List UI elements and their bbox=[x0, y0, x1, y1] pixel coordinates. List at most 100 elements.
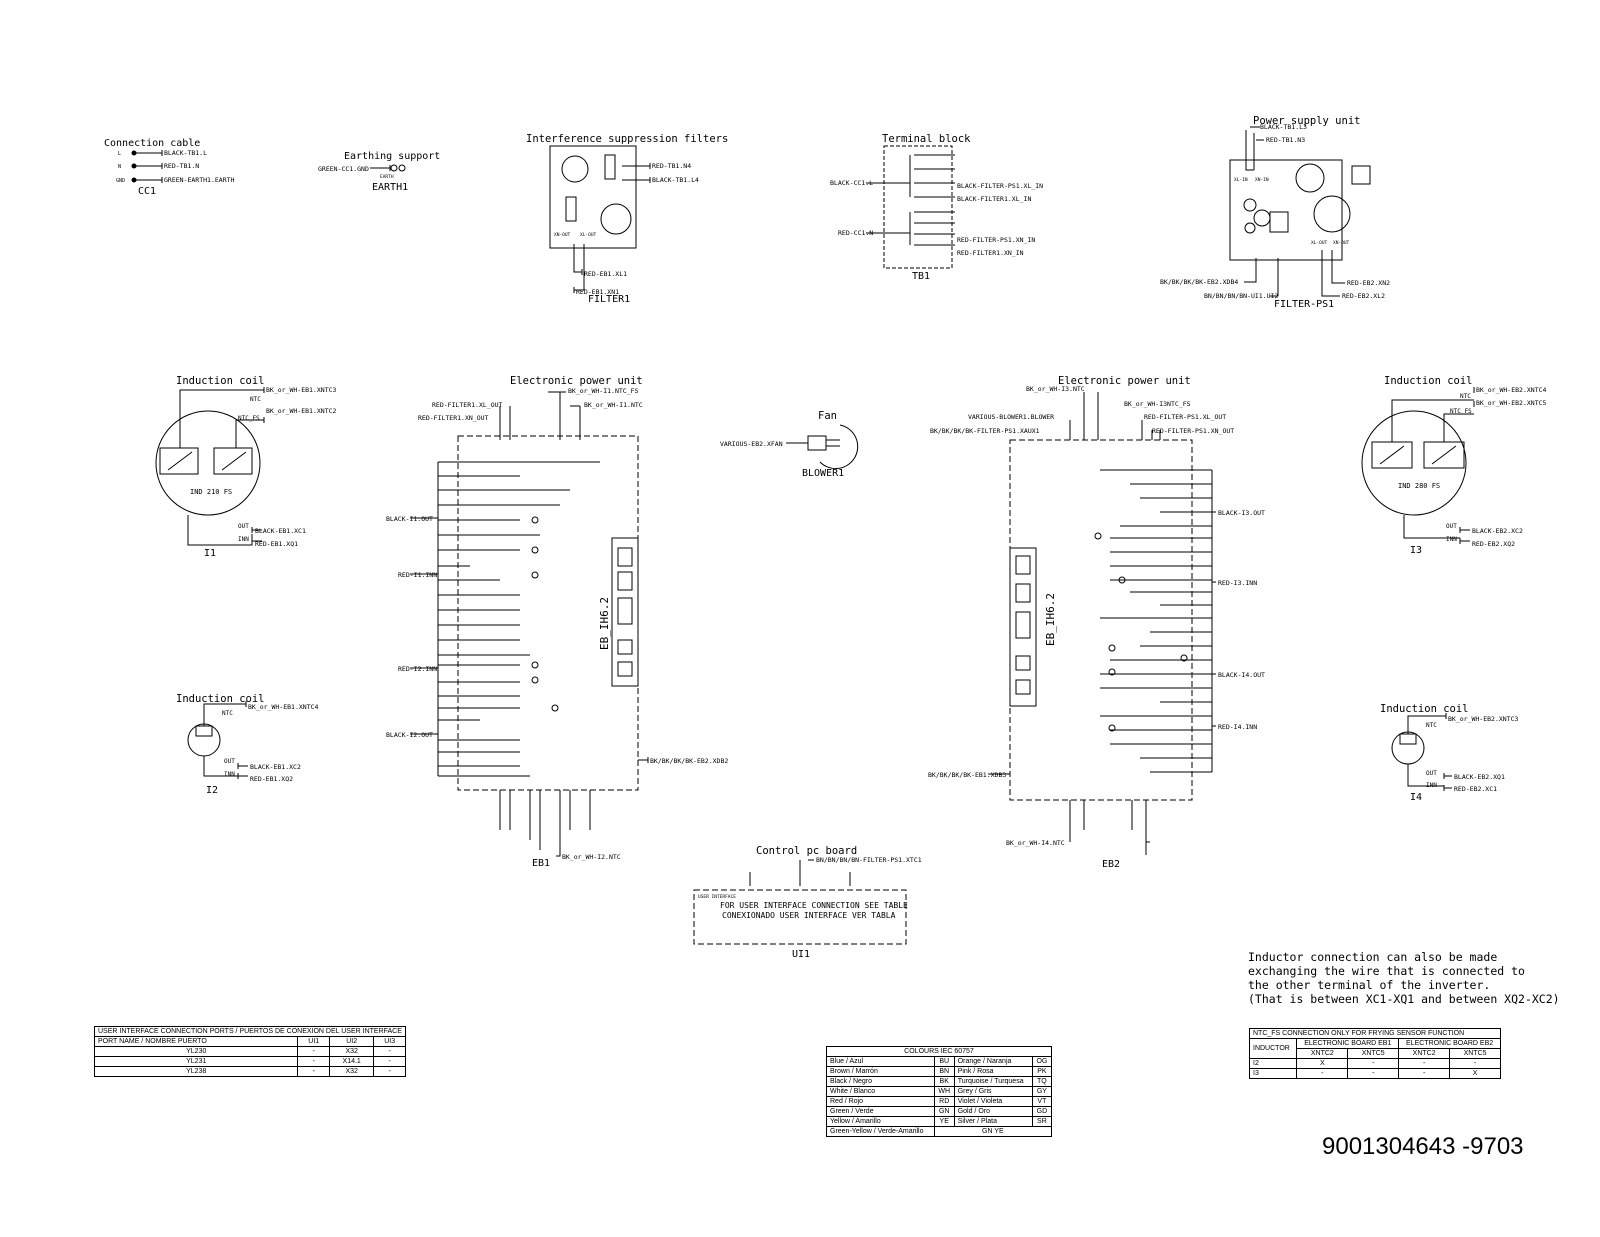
ntc-table-col: XNTC5 bbox=[1347, 1048, 1400, 1059]
cc1-wire-1: BLACK-TB1.L bbox=[164, 149, 207, 157]
i3-title: Induction coil bbox=[1384, 375, 1473, 387]
i3-pin-inn: INN bbox=[1446, 536, 1457, 543]
table-cell: - bbox=[1398, 1068, 1451, 1079]
table-cell: Brown / Marrón bbox=[826, 1066, 935, 1077]
i4-wire-3: RED-EB2.XC1 bbox=[1454, 785, 1497, 793]
inductor-connection-note: Inductor connection can also be made exc… bbox=[1248, 950, 1560, 1006]
cc1-pin-n: N bbox=[118, 164, 121, 170]
i3-model: IND 280 FS bbox=[1398, 482, 1440, 490]
i4-pin-out: OUT bbox=[1426, 770, 1437, 777]
i4-wire-2: BLACK-EB2.XQ1 bbox=[1454, 773, 1505, 781]
tb1-wire-in-2: RED-CC1.N bbox=[838, 229, 873, 237]
eb2-wire-1: BK_or_WH-I3.NTC bbox=[1026, 385, 1085, 393]
tb1-wire-out-1: BLACK-FILTER-PS1.XL_IN bbox=[957, 182, 1043, 190]
fan-blower1: Fan VARIOUS-EB2.XFAN BLOWER1 bbox=[720, 410, 859, 479]
table-cell: Grey / Gris bbox=[953, 1086, 1033, 1097]
table-cell: - bbox=[373, 1056, 406, 1067]
eb1-board-label: EB_IH6.2 bbox=[598, 597, 611, 650]
table-cell: Gold / Oro bbox=[953, 1106, 1033, 1117]
i1-wire-4: RED-EB1.XQ1 bbox=[255, 540, 298, 548]
eb2-wire-9: BLACK-I4.OUT bbox=[1218, 671, 1265, 679]
fan-title: Fan bbox=[818, 410, 837, 422]
tb1-terminal-block: Terminal block BLACK-CC1.L RED-CC1.N BLA… bbox=[830, 133, 1043, 282]
table-cell: OG bbox=[1031, 1056, 1053, 1067]
i3-pin-ntc: NTC bbox=[1460, 393, 1471, 400]
i1-wire-3: BLACK-EB1.XC1 bbox=[255, 527, 306, 535]
filter1-wire-3: RED-EB1.XL1 bbox=[584, 270, 627, 278]
table-cell: GN YE bbox=[933, 1126, 1053, 1137]
table-cell: Violet / Violeta bbox=[953, 1096, 1033, 1107]
table-row: YL238 - X32 - bbox=[93, 1066, 406, 1077]
i2-wire-1: BK_or_WH-EB1.XNTC4 bbox=[248, 703, 319, 711]
eb2-board-label: EB_IH6.2 bbox=[1044, 593, 1057, 646]
ps1-power-supply-unit: Power supply unit BLACK-TB1.L3 RED-TB1.N… bbox=[1160, 115, 1390, 310]
table-cell: - bbox=[373, 1066, 406, 1077]
tb1-wire-out-2: BLACK-FILTER1.XL_IN bbox=[957, 195, 1031, 203]
table-cell: - bbox=[1296, 1068, 1349, 1079]
table-cell: BK bbox=[933, 1076, 955, 1087]
ui-table-header: UI1 bbox=[297, 1036, 330, 1047]
ui1-text-2: CONEXIONADO USER INTERFACE VER TABLA bbox=[722, 911, 896, 920]
ui1-text-1: FOR USER INTERFACE CONNECTION SEE TABLE bbox=[720, 901, 908, 910]
tb1-wire-out-3: RED-FILTER-PS1.XN_IN bbox=[957, 236, 1035, 244]
ntc-table-col: XNTC2 bbox=[1398, 1048, 1451, 1059]
ntc-table-inductor-header: INDUCTOR bbox=[1248, 1038, 1298, 1059]
i2-induction-coil: Induction coil BK_or_WH-EB1.XNTC4 NTC OU… bbox=[176, 693, 319, 796]
i1-wire-1: BK_or_WH-EB1.XNTC3 bbox=[266, 386, 337, 394]
table-row: YL230 - X32 - bbox=[93, 1046, 406, 1057]
ui-table-title: USER INTERFACE CONNECTION PORTS / PUERTO… bbox=[94, 1026, 406, 1037]
i1-pin-ntc: NTC bbox=[250, 396, 261, 403]
earth1-id: EARTH1 bbox=[372, 182, 408, 193]
ps1-wire-5: RED-EB2.XN2 bbox=[1347, 279, 1390, 287]
eb2-wire-7: BLACK-I3.OUT bbox=[1218, 509, 1265, 517]
i3-wire-4: RED-EB2.XQ2 bbox=[1472, 540, 1515, 548]
ui1-id: UI1 bbox=[792, 949, 810, 960]
eb2-wire-10: RED-I4.INN bbox=[1218, 723, 1257, 731]
tb1-title: Terminal block bbox=[882, 133, 971, 145]
i4-pin-ntc: NTC bbox=[1426, 722, 1437, 729]
i3-id: I3 bbox=[1410, 545, 1422, 556]
fan-id: BLOWER1 bbox=[802, 468, 844, 479]
ui1-label: USER INTERFACE bbox=[698, 894, 736, 900]
i2-title: Induction coil bbox=[176, 693, 265, 705]
i1-induction-coil: Induction coil BK_or_WH-EB1.XNTC3 BK_or_… bbox=[155, 375, 337, 559]
filter1-wire-2: BLACK-TB1.L4 bbox=[652, 176, 699, 184]
ntc-table-col: XNTC5 bbox=[1449, 1048, 1501, 1059]
eb2-wire-5: BK/BK/BK/BK-FILTER-PS1.XAUX1 bbox=[930, 427, 1040, 435]
table-cell: YL231 bbox=[93, 1056, 299, 1067]
table-cell: Turquoise / Turquesa bbox=[953, 1076, 1033, 1087]
filter1-id: FILTER1 bbox=[588, 294, 630, 305]
table-row: I3 - - - X bbox=[1248, 1068, 1501, 1079]
table-cell: TQ bbox=[1031, 1076, 1053, 1087]
i3-pin-ntcfs: NTC_FS bbox=[1450, 408, 1472, 415]
table-cell: VT bbox=[1031, 1096, 1053, 1107]
i1-pin-inn: INN bbox=[238, 536, 249, 543]
cc1-connection-cable: Connection cable L N GND BLACK-TB1.L RED… bbox=[104, 138, 235, 197]
i3-induction-coil: Induction coil BK_or_WH-EB2.XNTC4 BK_or_… bbox=[1361, 375, 1547, 556]
filter1-block: Interference suppression filters RED-TB1… bbox=[526, 133, 728, 305]
eb2-id: EB2 bbox=[1102, 859, 1120, 870]
filter1-wire-4: RED-EB1.XN1 bbox=[576, 288, 619, 296]
eb1-wire-9: BK/BK/BK/BK-EB2.XDB2 bbox=[650, 757, 728, 765]
eb1-wire-1: BK_or_WH-I1.NTC_FS bbox=[568, 387, 639, 395]
i1-title: Induction coil bbox=[176, 375, 265, 387]
ui1-control-board: Control pc board BN/BN/BN/BN-FILTER-PS1.… bbox=[693, 845, 922, 960]
eb2-wire-12: BK_or_WH-I4.NTC bbox=[1006, 839, 1065, 847]
cc1-id: CC1 bbox=[138, 186, 156, 197]
table-cell: X32 bbox=[328, 1046, 375, 1057]
cc1-wire-2: RED-TB1.N bbox=[164, 162, 199, 170]
ps1-pin-xlout: XL-OUT bbox=[1311, 240, 1328, 246]
ui1-title: Control pc board bbox=[756, 845, 857, 857]
filter1-title: Interference suppression filters bbox=[526, 133, 728, 145]
i4-id: I4 bbox=[1410, 792, 1422, 803]
table-cell: - bbox=[297, 1056, 330, 1067]
i1-pin-out: OUT bbox=[238, 523, 249, 530]
i4-title: Induction coil bbox=[1380, 703, 1469, 715]
table-cell: GN bbox=[933, 1106, 955, 1117]
